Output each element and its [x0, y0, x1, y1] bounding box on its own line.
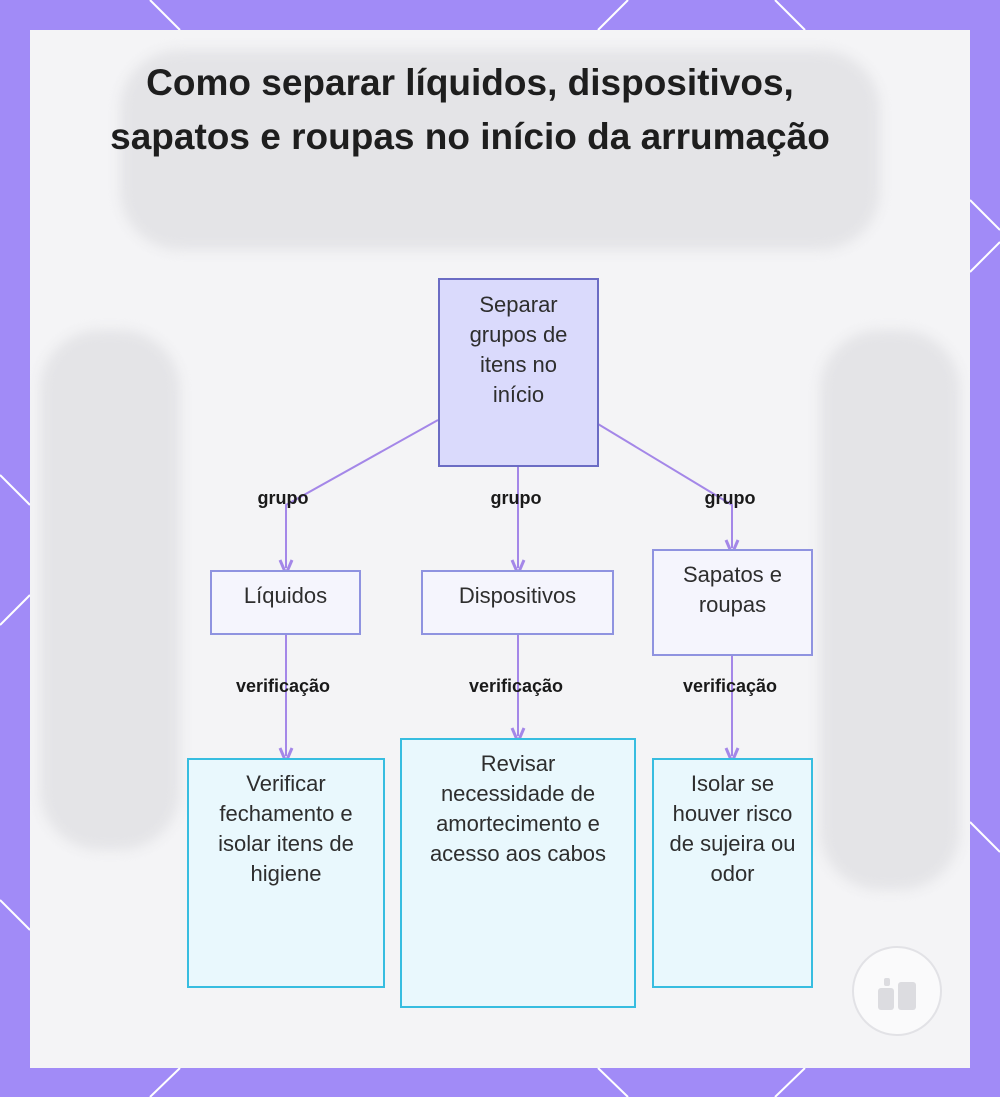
shoes-clothes-node-label: Sapatos e roupas — [668, 560, 797, 620]
check-devices-node: Revisar necessidade de amortecimento e a… — [400, 738, 636, 1008]
liquids-node: Líquidos — [210, 570, 361, 635]
check-shoes-node: Isolar se houver risco de sujeira ou odo… — [652, 758, 813, 988]
check-liquids-node: Verificar fechamento e isolar itens de h… — [187, 758, 385, 988]
liquids-node-label: Líquidos — [244, 581, 327, 611]
edge-label-group-left: grupo — [203, 487, 363, 509]
logo-badge — [852, 946, 942, 1036]
edge-label-group-center: grupo — [436, 487, 596, 509]
edge-label-check-center: verificação — [436, 675, 596, 697]
check-devices-node-label: Revisar necessidade de amortecimento e a… — [416, 749, 620, 869]
shoes-clothes-node: Sapatos e roupas — [652, 549, 813, 656]
check-shoes-node-label: Isolar se houver risco de sujeira ou odo… — [666, 769, 799, 889]
edge-label-check-left: verificação — [203, 675, 363, 697]
edge-root-shoes — [598, 424, 732, 548]
check-liquids-node-label: Verificar fechamento e isolar itens de h… — [203, 769, 369, 889]
edge-label-check-right: verificação — [650, 675, 810, 697]
devices-node-label: Dispositivos — [459, 581, 576, 611]
root-node-label: Separar grupos de itens no início — [458, 290, 579, 410]
luggage-icon — [854, 948, 940, 1034]
edge-label-group-right: grupo — [650, 487, 810, 509]
root-node: Separar grupos de itens no início — [438, 278, 599, 467]
devices-node: Dispositivos — [421, 570, 614, 635]
